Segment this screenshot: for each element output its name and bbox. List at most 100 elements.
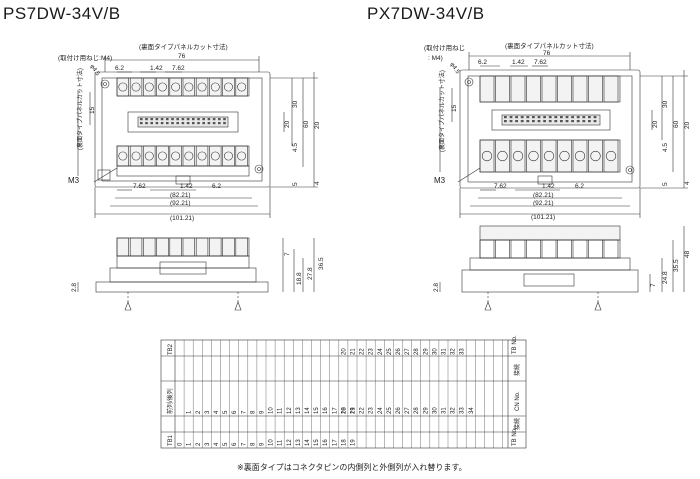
dim-6-2b-left: 6.2: [212, 183, 221, 190]
cn-lower-cell: 19: [350, 407, 356, 414]
connector-pin: [565, 120, 569, 123]
cn-upper-cell: 34: [469, 407, 475, 414]
terminal: [495, 239, 510, 259]
cn-upper-cell: 21: [350, 407, 356, 414]
connector-pin: [588, 116, 591, 119]
connector-pin: [197, 118, 200, 121]
connector-pin: [212, 118, 216, 121]
connector-pin: [223, 118, 226, 121]
dim-4-5-left: 4.5: [292, 143, 299, 152]
connector-pin: [526, 120, 530, 123]
terminal-screw: [543, 150, 555, 162]
cn-lower-cell: 2: [196, 410, 202, 414]
tb2-cell: 26: [396, 348, 402, 355]
terminal-screw: [144, 151, 154, 161]
footnote: ※裏面タイプはコネクタピンの内側列と外側列が入れ替ります。: [237, 463, 467, 472]
tb1-cell: 10: [269, 439, 275, 446]
tb1-cell: 3: [205, 442, 211, 446]
connector-pin: [186, 122, 190, 125]
connector-pin: [588, 120, 591, 123]
cn-upper-cell: 27: [405, 407, 411, 414]
dim-24-8-right: 24.8: [662, 271, 669, 284]
cn-lower-cell: 10: [269, 407, 275, 414]
dim-1-42b-right: 1.42: [542, 183, 555, 190]
dim-36-5-left: 36.5: [318, 257, 325, 270]
connector-pin: [571, 116, 574, 119]
dim-6-2-left: 6.2: [115, 65, 124, 72]
cn-upper-cell: 32: [451, 407, 457, 414]
connector-pin: [554, 120, 558, 123]
cn-lower-cell: 9: [259, 410, 265, 414]
terminal-screw: [197, 82, 207, 92]
connector-pin: [560, 120, 563, 123]
dim-5-left: 5: [292, 182, 299, 186]
dim-30-left: 30: [292, 100, 299, 108]
terminal: [588, 239, 603, 259]
dim-76-left: 76: [178, 53, 186, 60]
tbl-label-tb-no-bottom: TB No.: [512, 427, 518, 446]
terminal-screw: [210, 82, 220, 92]
connector-pin: [140, 122, 143, 125]
tb1-cell: 1: [187, 442, 193, 446]
terminal-screw: [118, 151, 128, 161]
tb1-cell: 8: [250, 442, 256, 446]
connector-pin: [176, 118, 179, 121]
label-panel-cut-right: (裏面タイプパネルカット寸法): [505, 41, 594, 50]
terminal-screw: [237, 151, 247, 161]
label-panel-cut-vert-left: (裏面タイプパネルカット寸法): [76, 68, 84, 150]
connector-pin: [181, 122, 185, 125]
connector-pin: [509, 120, 513, 123]
dim-phi-left: φ4.5: [88, 64, 100, 78]
connector-pin: [171, 122, 174, 125]
title-px7dw: PX7DW-34V/B: [367, 4, 485, 23]
tb1-cell: 14: [305, 439, 311, 446]
dim-5-right: 5: [662, 182, 669, 186]
cn-upper-cell: 20: [341, 407, 347, 414]
connector-pin: [145, 122, 148, 125]
cn-upper-cell: 28: [414, 407, 420, 414]
connector-pin: [543, 120, 546, 123]
tbl-label-conn: 接続: [513, 364, 521, 376]
connector-pin: [150, 122, 153, 125]
tb1-cell: 12: [287, 439, 293, 446]
label-mount-screw-left: (取付け用ねじ:M4): [58, 53, 112, 62]
terminal: [222, 77, 235, 97]
terminal: [572, 239, 588, 259]
terminal: [479, 139, 495, 173]
terminal-screw: [497, 150, 508, 162]
connector-pin: [197, 122, 200, 125]
connector-pin: [526, 116, 530, 119]
connector-pin: [192, 118, 195, 121]
dim-48-right: 48: [684, 250, 691, 258]
terminal: [526, 239, 541, 259]
terminal-screw: [158, 151, 167, 161]
connector-pin: [186, 118, 190, 121]
cn-lower-cell: 14: [305, 407, 311, 414]
dim-4-left: 4: [314, 181, 321, 185]
cn-lower-cell: 4: [214, 410, 220, 414]
dim-phi-right: φ4.5: [448, 62, 460, 76]
connector-pin: [166, 118, 169, 121]
tb2-cell: 30: [432, 348, 438, 355]
dim-4-right: 4: [684, 181, 691, 185]
connector-pin: [145, 118, 148, 121]
dim-82-left: (82.21): [170, 192, 191, 199]
dim-20-right: 20: [652, 120, 659, 128]
connector-pin: [202, 118, 205, 121]
terminal-screw: [574, 150, 586, 162]
connection-table: [160, 339, 527, 449]
cn-upper-cell: 26: [396, 407, 402, 414]
cn-upper-cell: 29: [423, 407, 429, 414]
connector-pin: [543, 116, 546, 119]
terminal-screw: [237, 82, 247, 92]
dim-60-left: 60: [303, 120, 310, 128]
tbl-row-tb2: TB2: [168, 343, 174, 355]
cn-lower-cell: 5: [223, 410, 229, 414]
cn-upper-cell: 31: [441, 407, 447, 414]
cn-lower-cell: 18: [341, 407, 347, 414]
tb1-cell: 2: [196, 442, 202, 446]
terminal-screw: [171, 151, 181, 161]
terminal: [603, 75, 619, 103]
terminal: [557, 139, 572, 173]
connector-pin: [140, 118, 143, 121]
